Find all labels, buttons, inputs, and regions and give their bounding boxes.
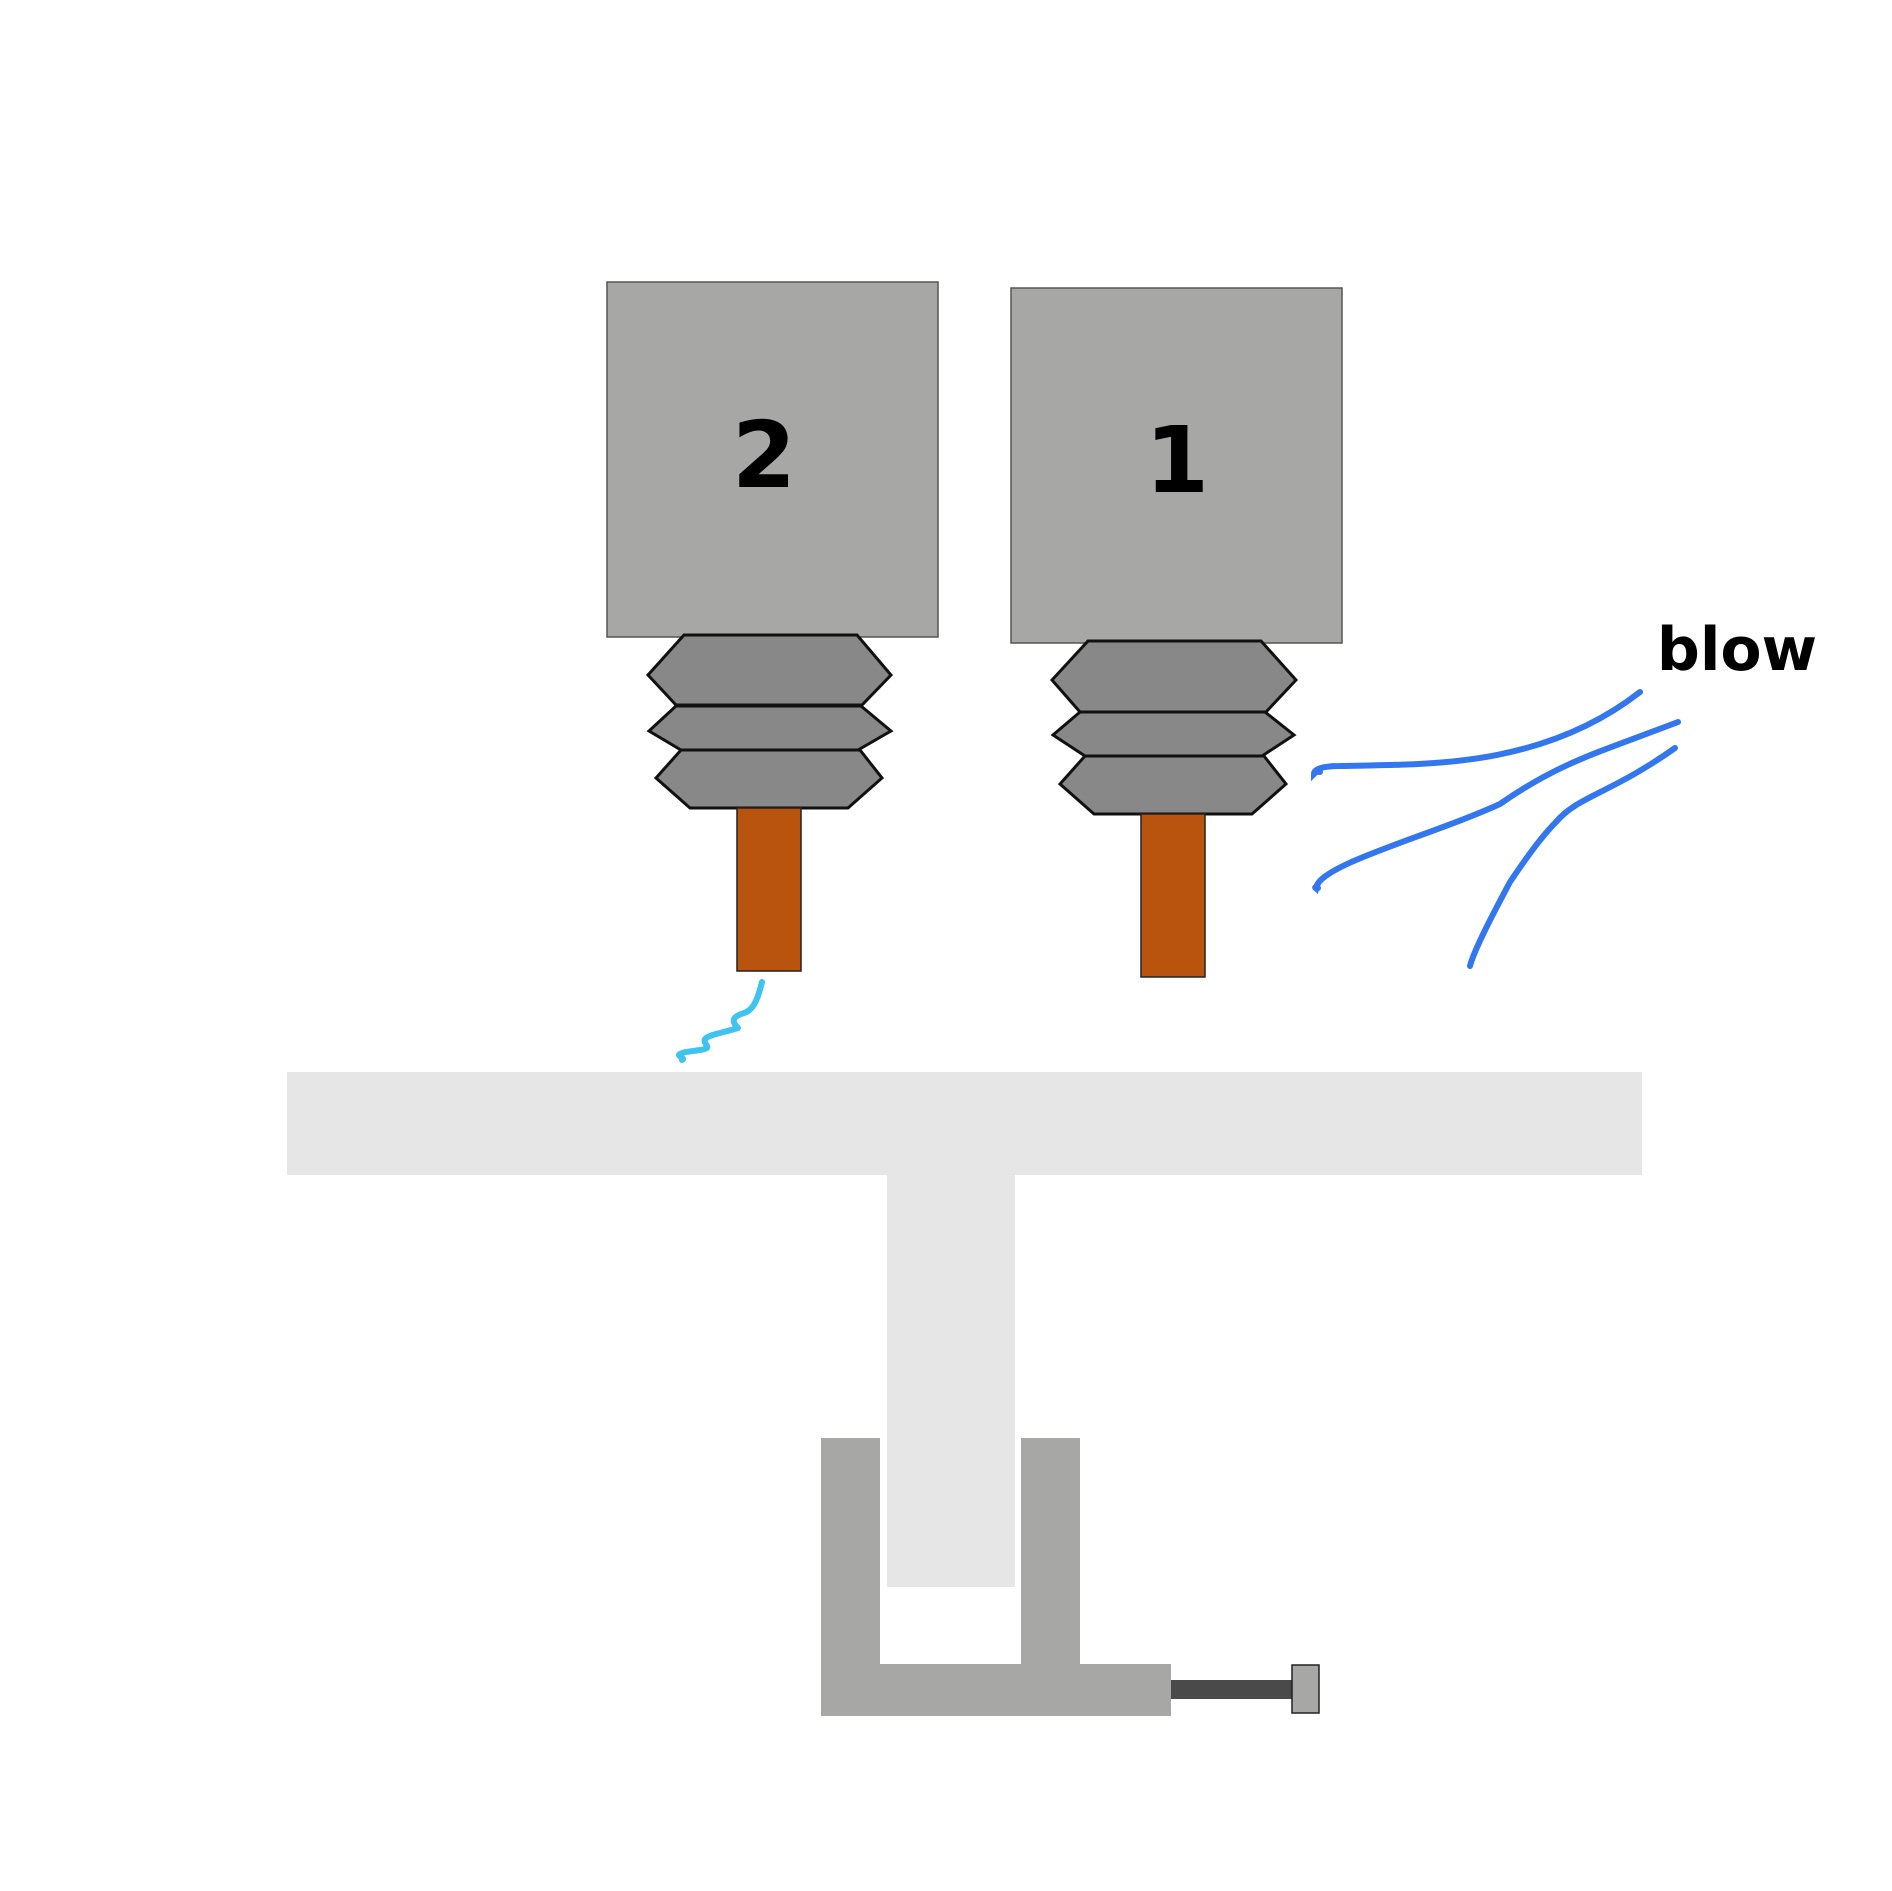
heater-block-1 (1010, 287, 1343, 644)
bed-stem (887, 1175, 1015, 1587)
airflow-line-middle (1312, 719, 1681, 895)
bed-plate (287, 1072, 1642, 1175)
clamp-base (880, 1664, 1171, 1716)
airflow-line-bottom (1467, 745, 1678, 969)
hotend-2-label: 2 (732, 402, 796, 509)
clamp-screw (1171, 1680, 1297, 1699)
airflow-line-top (1310, 689, 1643, 782)
airflow: blow (1310, 615, 1817, 969)
print-bed (287, 1072, 1642, 1587)
nozzle-tip-1 (1140, 813, 1206, 978)
clamp-right-arm (1021, 1438, 1080, 1666)
hex-nut-2-bottom (653, 748, 885, 810)
clamp (821, 1438, 1320, 1716)
hex-nut-1-top (1049, 639, 1299, 714)
hex-nut-1-middle (1050, 710, 1297, 758)
hotend-2: 2 (606, 281, 939, 1063)
ooze-strand (676, 979, 765, 1063)
hex-nut-1-bottom (1057, 754, 1289, 816)
hotend-1: 1 (1010, 287, 1343, 978)
hex-nut-2-middle (646, 704, 894, 752)
hex-nut-2-top (645, 633, 894, 707)
heater-block-2 (606, 281, 939, 638)
nozzle-tip-2 (736, 807, 802, 972)
airflow-label: blow (1657, 615, 1817, 685)
clamp-left-arm (821, 1438, 880, 1716)
clamp-screw-head (1291, 1664, 1320, 1714)
hotend-1-label: 1 (1145, 407, 1209, 514)
